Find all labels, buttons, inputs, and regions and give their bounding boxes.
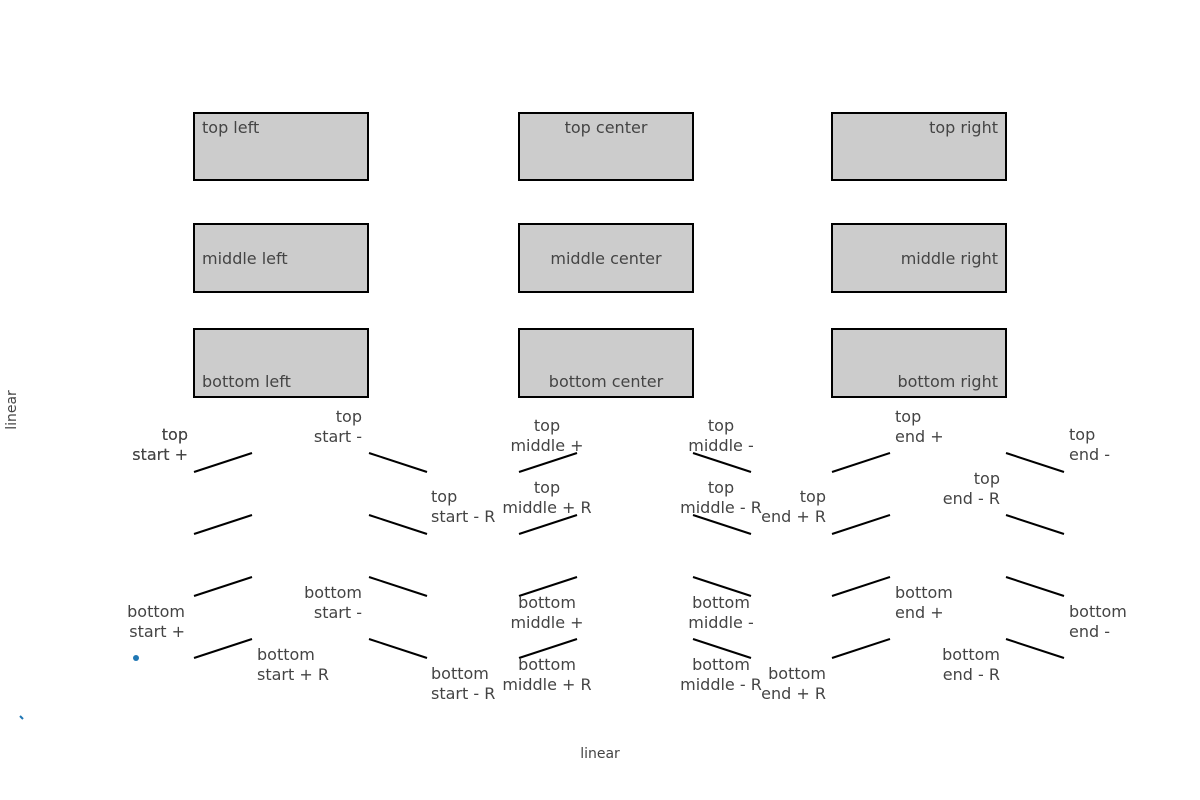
line-shape (1005, 576, 1065, 597)
rect-label: middle right (901, 249, 998, 268)
rect-shape-top-right (831, 112, 1007, 181)
line-shape (1005, 638, 1065, 659)
rect-label: top left (202, 118, 259, 137)
rect-shape-middle-right (831, 223, 1007, 293)
line-shape (193, 452, 253, 473)
rect-shapes: top left top center top right middle left mi… (193, 112, 1007, 398)
rect-label: bottom center (549, 372, 664, 391)
rect-shape-bottom-center (518, 328, 694, 398)
line-shape (1005, 514, 1065, 535)
line-shape (692, 452, 752, 473)
line-shape (518, 638, 578, 659)
rect-shape-bottom-left (193, 328, 369, 398)
line-shape (518, 514, 578, 535)
line-shape (831, 576, 891, 597)
scatter-markers (19, 655, 139, 720)
rect-label: middle center (550, 249, 662, 268)
rect-shape-middle-center (518, 223, 694, 293)
rect-label: top right (929, 118, 998, 137)
line-shape (368, 576, 428, 597)
line-shape (368, 452, 428, 473)
x-axis-title: linear (580, 746, 620, 762)
line-shape (831, 514, 891, 535)
line-shape (368, 638, 428, 659)
scatter-point (133, 655, 139, 661)
line-shape (692, 576, 752, 597)
line-shape (193, 514, 253, 535)
line-shape (193, 576, 253, 597)
line-shape (831, 452, 891, 473)
line-shape (518, 452, 578, 473)
line-shape (518, 576, 578, 597)
line-shape (831, 638, 891, 659)
rect-shape-top-center (518, 112, 694, 181)
rect-label: bottom right (897, 372, 998, 391)
rect-shape-middle-left (193, 223, 369, 293)
rect-label: middle left (202, 249, 288, 268)
rect-label: top center (565, 118, 648, 137)
line-shape (193, 638, 253, 659)
scatter-point-partial (19, 715, 24, 720)
line-shape (692, 638, 752, 659)
line-shape (368, 514, 428, 535)
line-shape (1005, 452, 1065, 473)
rect-label: bottom left (202, 372, 291, 391)
y-axis-title: linear (4, 390, 20, 430)
rect-shape-bottom-right (831, 328, 1007, 398)
line-shape (692, 514, 752, 535)
rect-shape-top-left (193, 112, 369, 181)
